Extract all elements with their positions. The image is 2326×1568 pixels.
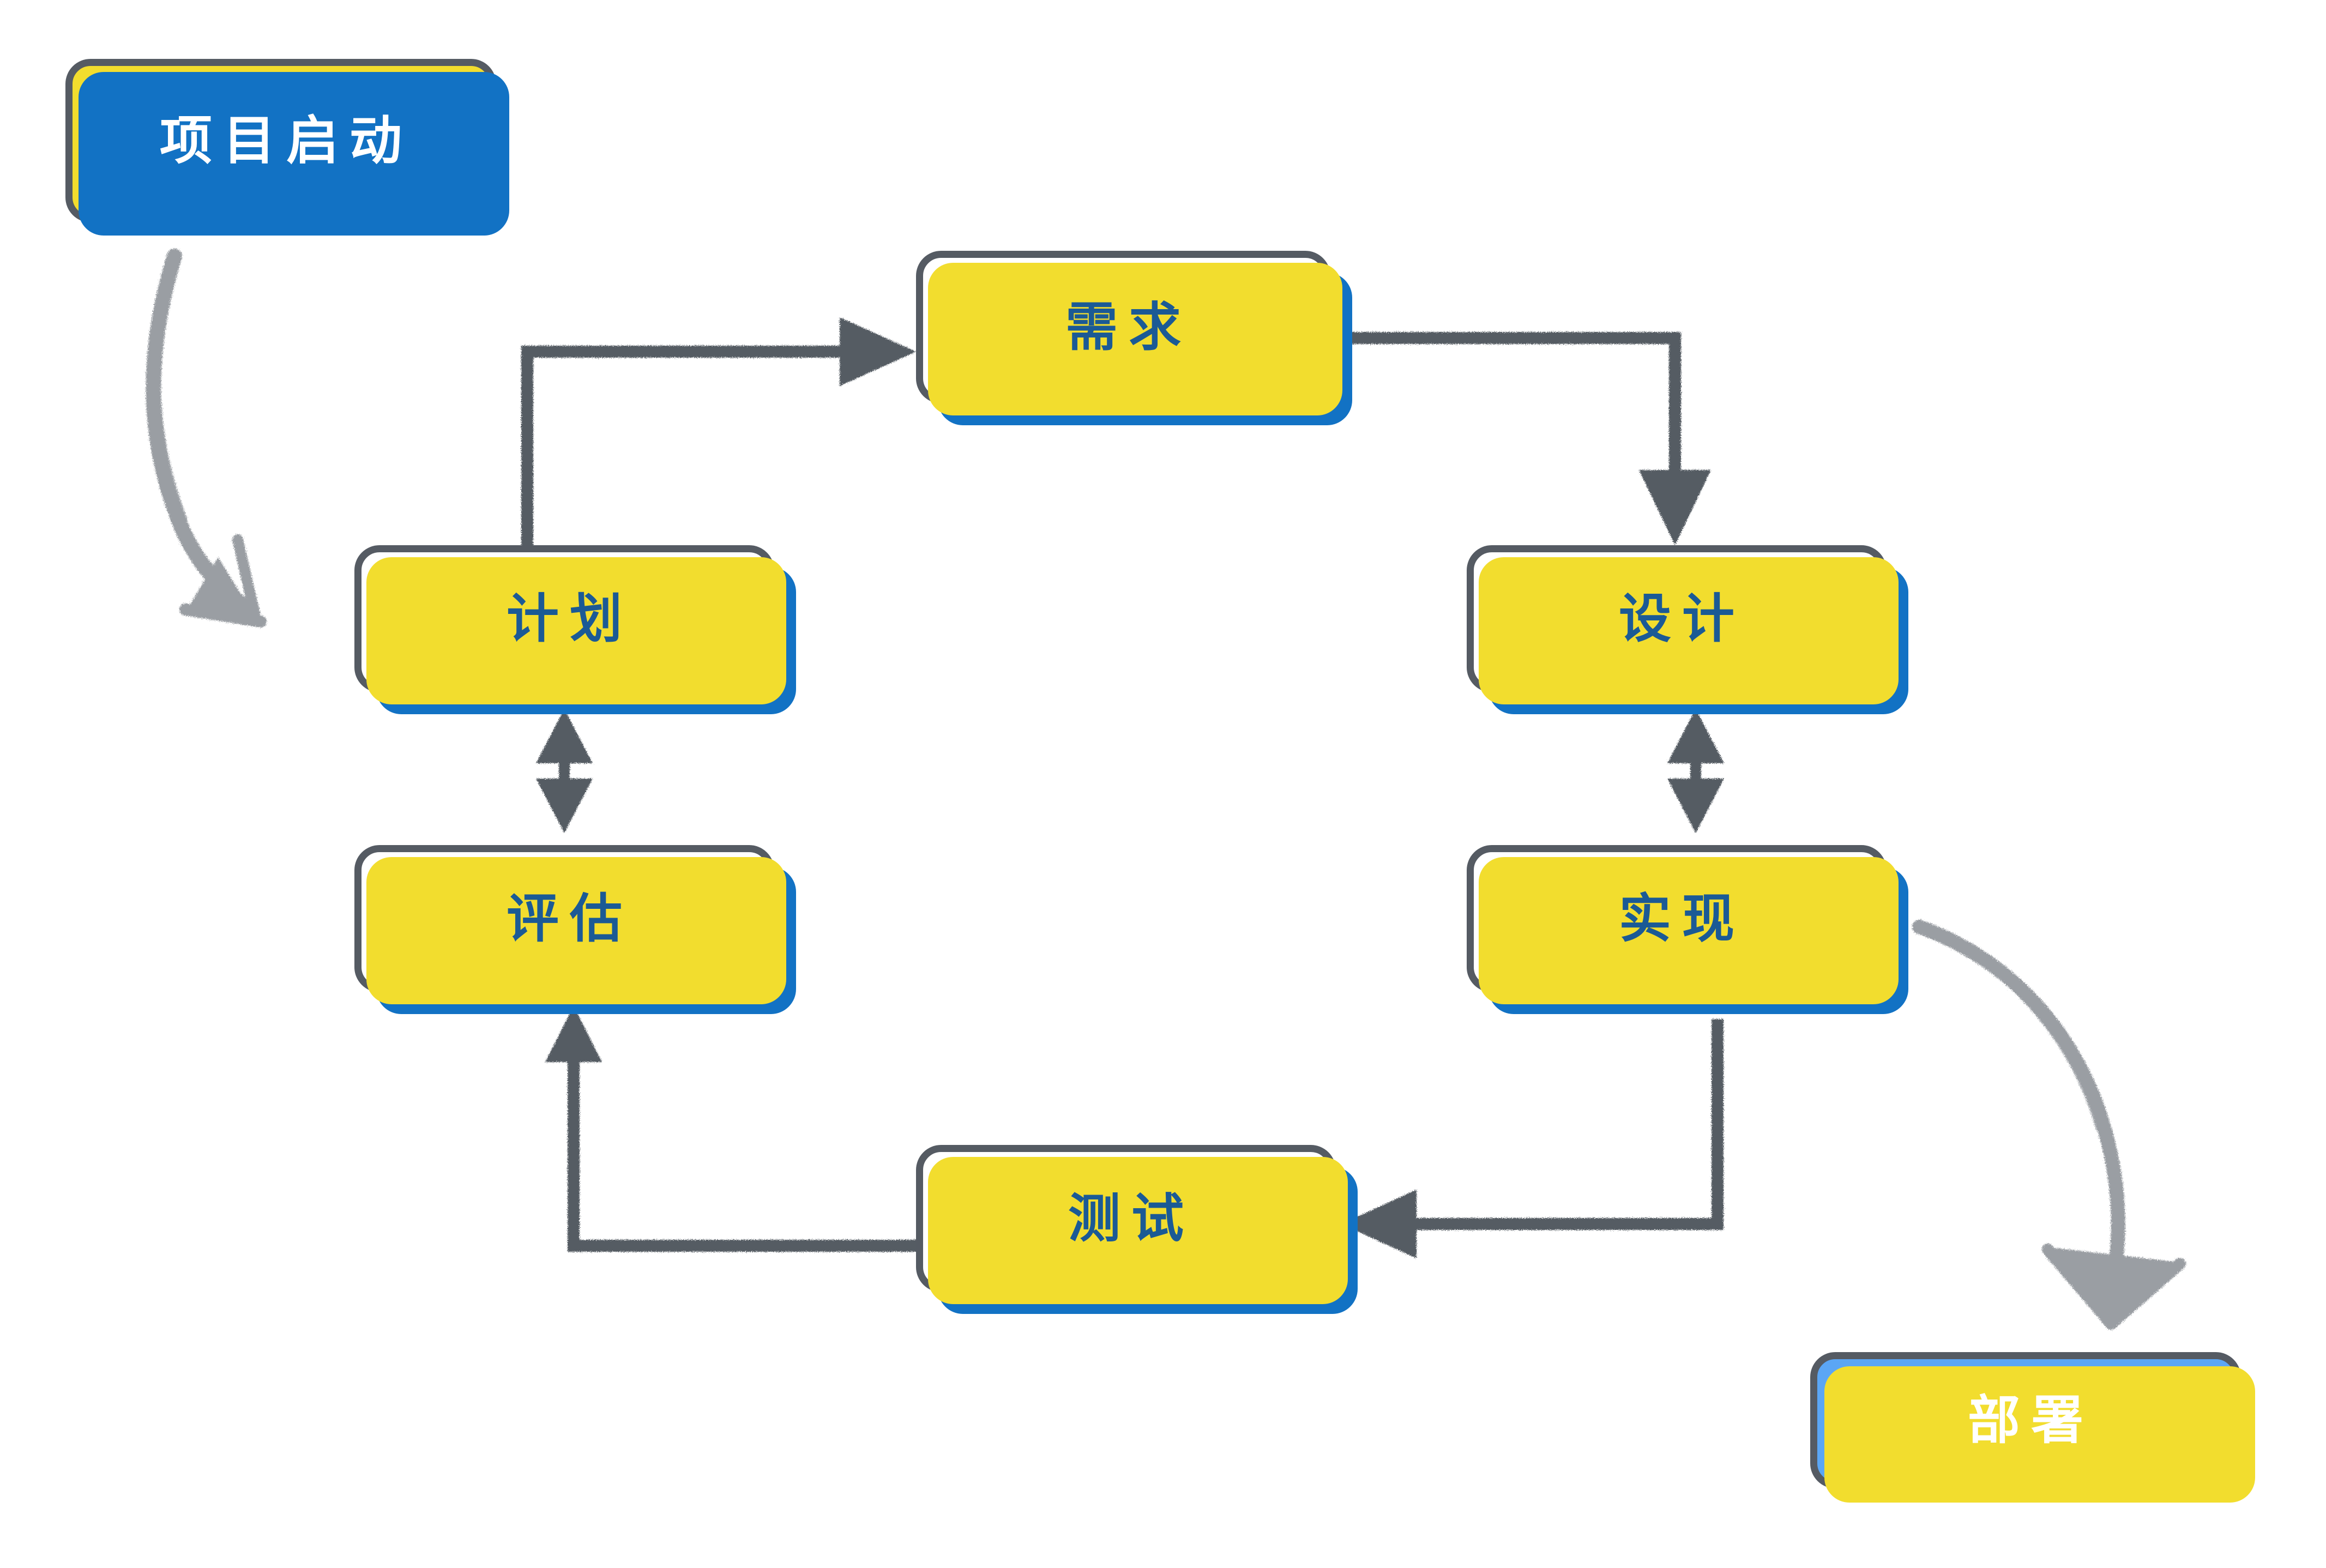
node-shadow-yellow	[928, 263, 1342, 415]
node-label-start: 项目启动	[160, 110, 413, 171]
node-start[interactable]: 项目启动	[65, 59, 509, 236]
node-shadow-yellow	[366, 557, 786, 704]
node-shadow-yellow	[1479, 557, 1899, 704]
node-label-test: 测试	[1068, 1188, 1195, 1249]
node-shadow-yellow	[928, 1157, 1348, 1304]
edge-start-to-plan	[146, 249, 267, 628]
node-deploy[interactable]: 部署	[1810, 1352, 2255, 1503]
node-label-plan: 计划	[507, 588, 633, 649]
edge-implement-to-test	[1341, 1019, 1724, 1258]
node-label-deploy: 部署	[1968, 1390, 2094, 1451]
node-shadow-yellow	[1824, 1366, 2255, 1503]
edge-design-implement-bidirectional	[1667, 709, 1724, 833]
node-label-review: 评估	[507, 888, 633, 949]
node-label-implement: 实现	[1619, 888, 1745, 949]
edge-plan-review-bidirectional	[536, 709, 593, 833]
node-shadow-yellow	[1479, 857, 1899, 1004]
node-shadow-yellow	[366, 857, 786, 1004]
node-label-design: 设计	[1619, 588, 1745, 649]
node-plan[interactable]: 计划	[354, 545, 796, 714]
node-requirements[interactable]: 需求	[916, 251, 1352, 425]
node-shadow-blue	[79, 72, 509, 236]
edge-plan-to-requirements	[521, 317, 916, 551]
node-review[interactable]: 评估	[354, 845, 796, 1014]
node-test[interactable]: 测试	[916, 1145, 1358, 1314]
edge-requirements-to-design	[1347, 332, 1711, 545]
node-label-requirements: 需求	[1065, 297, 1192, 358]
edge-implement-to-deploy	[1912, 920, 2186, 1330]
edge-test-to-review	[545, 1006, 922, 1252]
node-implement[interactable]: 实现	[1467, 845, 1908, 1014]
node-design[interactable]: 设计	[1467, 545, 1908, 714]
